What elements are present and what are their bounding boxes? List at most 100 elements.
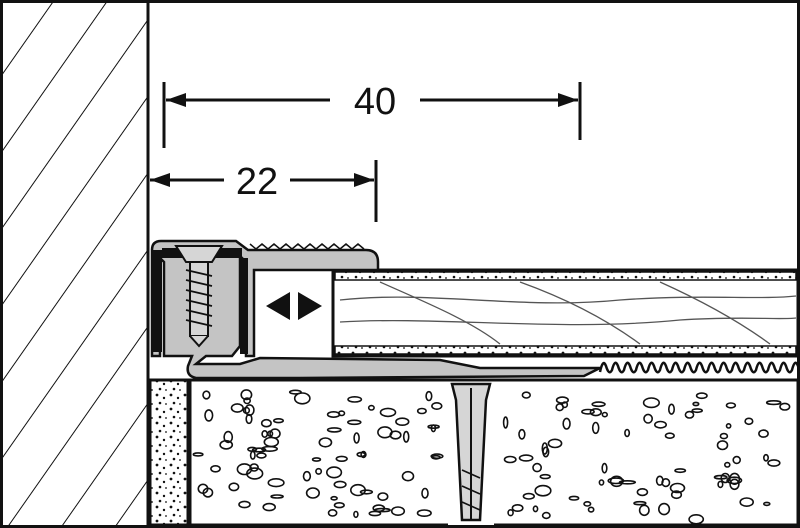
pebble xyxy=(302,470,312,482)
pebble xyxy=(532,505,539,513)
pebble xyxy=(542,446,550,458)
floor-covering-panel xyxy=(331,268,800,358)
pebble xyxy=(688,513,705,525)
pebble xyxy=(261,429,269,438)
pebble xyxy=(765,400,782,406)
pebble xyxy=(518,428,526,440)
pebble xyxy=(669,482,686,494)
pebble xyxy=(657,502,671,516)
pebble xyxy=(522,492,535,500)
pebble xyxy=(729,478,740,491)
pebble xyxy=(511,503,524,512)
dimension-40: 40 xyxy=(162,81,582,148)
pebble xyxy=(581,408,595,415)
pebble xyxy=(251,447,267,453)
pebble xyxy=(425,390,433,402)
pebble xyxy=(762,453,769,462)
pebble xyxy=(243,397,251,405)
pebble xyxy=(670,490,683,500)
screw-icon xyxy=(174,245,224,348)
pebble xyxy=(691,408,704,414)
pebble xyxy=(758,429,769,438)
pebble xyxy=(568,495,580,501)
pebble xyxy=(353,432,360,444)
pebble xyxy=(643,413,653,424)
pebble xyxy=(262,502,277,512)
pebble xyxy=(305,487,321,499)
pebble xyxy=(402,430,410,443)
pebble xyxy=(655,475,664,486)
pebble xyxy=(333,480,347,489)
pebble xyxy=(192,452,204,457)
screed-pebbles xyxy=(192,389,791,525)
pebble xyxy=(421,487,429,499)
pebble xyxy=(416,509,432,517)
pebble xyxy=(256,452,267,459)
pebble xyxy=(547,438,563,449)
pebble xyxy=(555,396,570,404)
pebble xyxy=(270,494,284,499)
pebble xyxy=(267,478,285,488)
pebble xyxy=(359,489,374,495)
pebble xyxy=(638,504,650,517)
pebble xyxy=(427,424,440,430)
pebble xyxy=(762,501,771,507)
pebble xyxy=(601,462,608,474)
pebble xyxy=(390,506,406,516)
pebble xyxy=(238,500,251,509)
pebble xyxy=(695,392,708,400)
pebble xyxy=(379,407,397,418)
pebble xyxy=(202,390,211,400)
pebble xyxy=(587,506,595,513)
pebble xyxy=(337,410,346,417)
pebble xyxy=(269,428,281,439)
pebble xyxy=(503,455,517,464)
pebble xyxy=(249,463,259,472)
double-arrow-icon xyxy=(266,292,322,320)
pebble xyxy=(347,395,363,403)
pebble xyxy=(664,432,675,440)
pebble xyxy=(327,509,338,517)
pebble xyxy=(591,421,600,435)
pebble xyxy=(288,389,302,395)
pebble xyxy=(642,397,661,409)
pebble xyxy=(732,455,742,465)
pebble xyxy=(330,495,338,501)
pebble xyxy=(430,453,444,460)
pebble xyxy=(349,483,366,497)
pebble xyxy=(716,440,729,451)
pebble xyxy=(240,389,253,401)
pebble xyxy=(725,402,737,409)
pebble xyxy=(202,487,214,498)
pebble xyxy=(692,401,700,407)
pebble xyxy=(223,430,234,444)
pebble xyxy=(356,451,367,458)
adhesive-bed xyxy=(598,361,800,374)
pebble xyxy=(684,410,695,419)
pebble xyxy=(326,466,343,479)
pebble xyxy=(401,470,415,482)
pebble xyxy=(532,462,542,473)
pebble xyxy=(502,416,509,429)
pebble xyxy=(244,404,255,417)
pebble xyxy=(507,509,514,517)
pebble xyxy=(562,417,571,430)
pebble xyxy=(726,476,743,485)
pebble xyxy=(667,403,675,415)
pebble xyxy=(539,473,551,480)
pebble xyxy=(653,420,667,429)
pebble xyxy=(242,406,251,415)
pebble xyxy=(723,461,731,468)
pebble xyxy=(377,492,389,501)
pebble xyxy=(326,427,342,433)
pebble xyxy=(717,480,724,489)
pebble xyxy=(591,401,606,408)
pebble xyxy=(779,402,791,411)
pebble xyxy=(674,468,687,474)
pebble xyxy=(598,479,605,486)
dimension-22: 22 xyxy=(150,160,378,222)
pebble xyxy=(293,392,311,405)
dimension-40-label: 40 xyxy=(354,81,396,123)
